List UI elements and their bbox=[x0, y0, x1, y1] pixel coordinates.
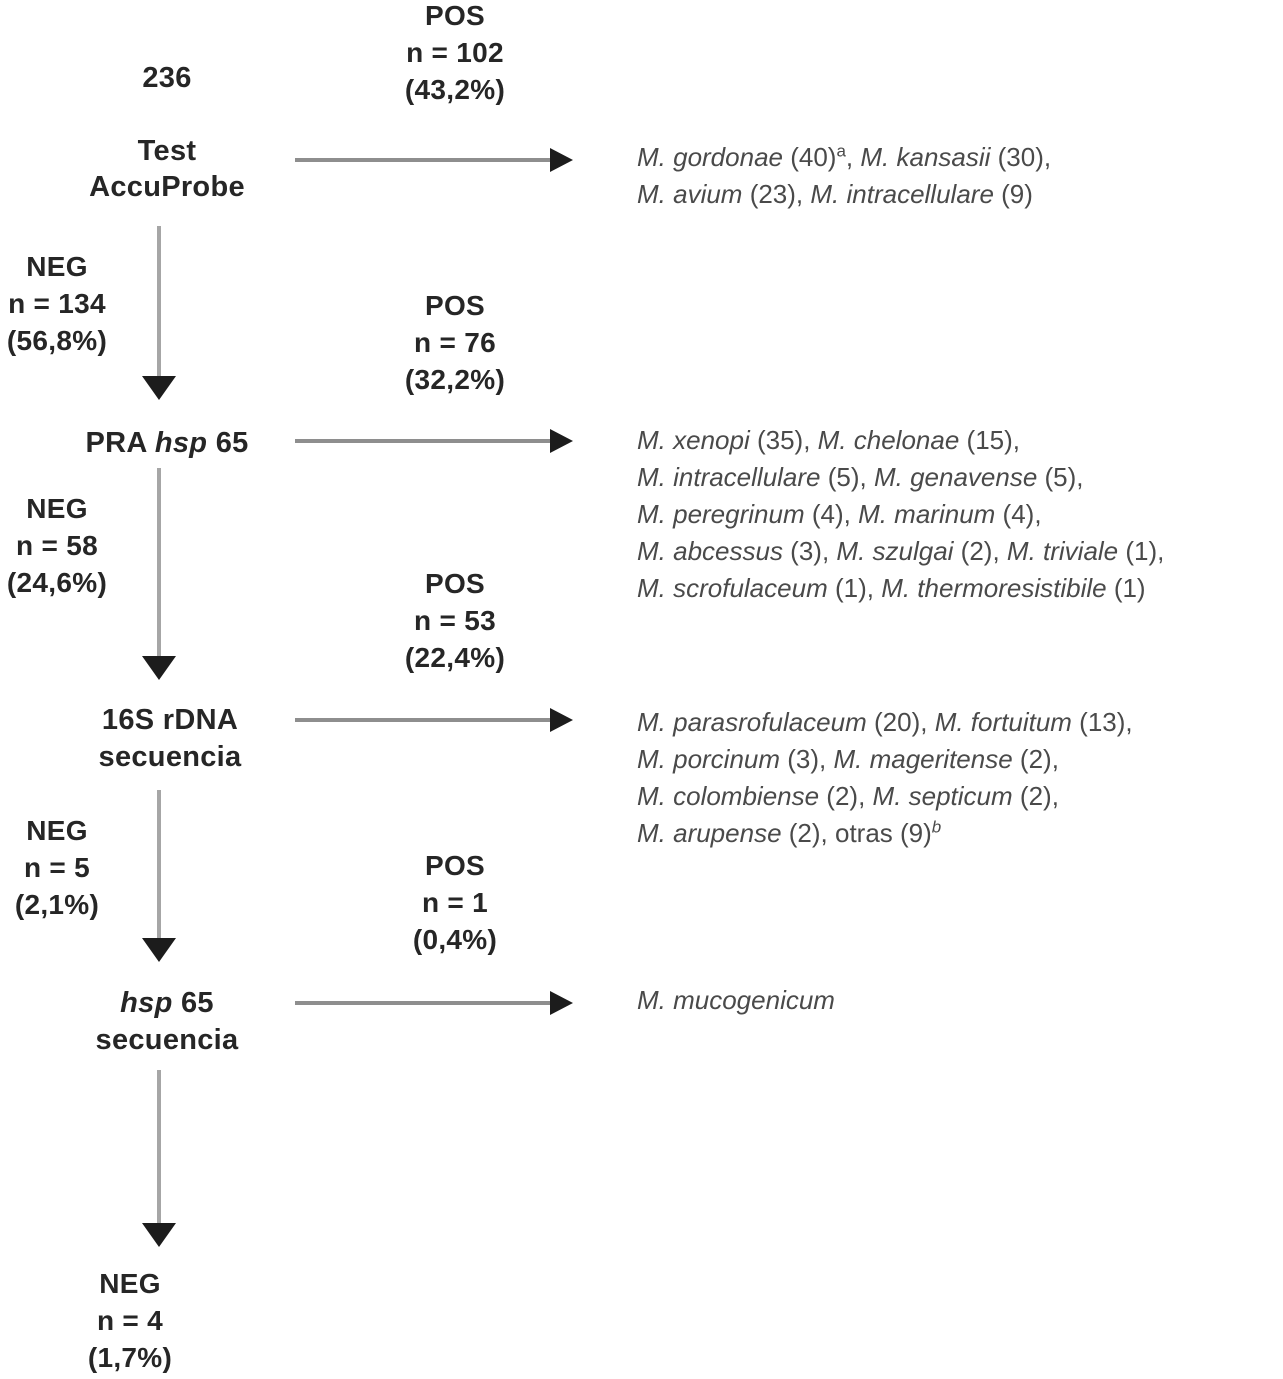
down-arrow-head-4 bbox=[142, 1223, 176, 1247]
neg-label: NEG bbox=[26, 251, 88, 282]
pos-n: n = 76 bbox=[414, 327, 496, 358]
neg-n: n = 134 bbox=[8, 288, 106, 319]
pos-label: POS bbox=[424, 0, 486, 31]
pos-block-3: POS n = 53 (22,4%) bbox=[405, 565, 505, 676]
down-arrow-head-2 bbox=[142, 656, 176, 680]
pos-n: n = 102 bbox=[406, 37, 504, 68]
neg-label: NEG bbox=[26, 493, 88, 524]
pos-percent: (22,4%) bbox=[404, 642, 506, 673]
neg-percent: (1,7%) bbox=[87, 1342, 173, 1373]
right-arrow-line-3 bbox=[295, 718, 551, 722]
right-arrow-head-1 bbox=[550, 148, 573, 172]
neg-percent: (56,8%) bbox=[6, 325, 108, 356]
down-arrow-line-4 bbox=[157, 1070, 161, 1223]
pos-block-1: POS n = 102 (43,2%) bbox=[405, 0, 505, 108]
pos-block-2: POS n = 76 (32,2%) bbox=[405, 287, 505, 398]
pos-percent: (0,4%) bbox=[412, 924, 498, 955]
pos-label: POS bbox=[424, 568, 486, 599]
neg-n: n = 5 bbox=[23, 852, 91, 883]
pos-percent: (32,2%) bbox=[404, 364, 506, 395]
pos-n: n = 53 bbox=[414, 605, 496, 636]
right-arrow-line-4 bbox=[295, 1001, 551, 1005]
neg-block-2: NEG n = 58 (24,6%) bbox=[7, 490, 107, 601]
neg-percent: (24,6%) bbox=[6, 567, 108, 598]
node-pra-hsp65: PRA hsp 65 bbox=[85, 427, 249, 459]
neg-percent: (2,1%) bbox=[14, 889, 100, 920]
species-list-16s: M. parasrofulaceum (20), M. fortuitum (1… bbox=[637, 707, 1133, 848]
down-arrow-head-3 bbox=[142, 938, 176, 962]
pos-label: POS bbox=[424, 850, 486, 881]
right-arrow-line-2 bbox=[295, 439, 551, 443]
species-list-accuprobe: M. gordonae (40)a, M. kansasii (30),M. a… bbox=[637, 141, 1052, 209]
total-count-label: 236 bbox=[142, 62, 192, 94]
neg-label: NEG bbox=[99, 1268, 161, 1299]
pos-percent: (43,2%) bbox=[404, 74, 506, 105]
species-list-pra: M. xenopi (35), M. chelonae (15),M. intr… bbox=[637, 425, 1165, 603]
neg-block-4: NEG n = 4 (1,7%) bbox=[88, 1265, 172, 1376]
neg-label: NEG bbox=[26, 815, 88, 846]
pos-label: POS bbox=[424, 290, 486, 321]
neg-n: n = 4 bbox=[96, 1305, 164, 1336]
down-arrow-line-2 bbox=[157, 468, 161, 656]
pos-n: n = 1 bbox=[421, 887, 489, 918]
pos-block-4: POS n = 1 (0,4%) bbox=[413, 847, 497, 958]
down-arrow-head-1 bbox=[142, 376, 176, 400]
down-arrow-line-1 bbox=[157, 226, 161, 376]
right-arrow-head-4 bbox=[550, 991, 573, 1015]
right-arrow-head-2 bbox=[550, 429, 573, 453]
right-arrow-line-1 bbox=[295, 158, 551, 162]
neg-block-3: NEG n = 5 (2,1%) bbox=[15, 812, 99, 923]
species-list-hsp65: M. mucogenicum bbox=[637, 985, 835, 1015]
down-arrow-line-3 bbox=[157, 790, 161, 938]
right-arrow-head-3 bbox=[550, 708, 573, 732]
neg-n: n = 58 bbox=[16, 530, 98, 561]
neg-block-1: NEG n = 134 (56,8%) bbox=[7, 248, 107, 359]
